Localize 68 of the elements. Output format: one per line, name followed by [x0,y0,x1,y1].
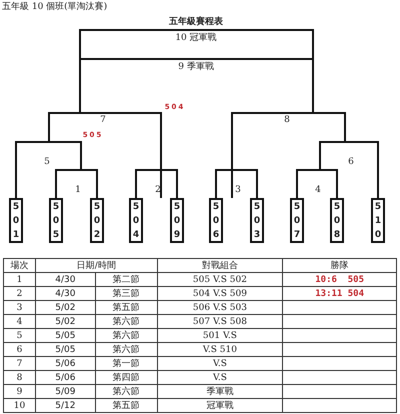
team-box: 510 [371,198,385,243]
match-label: 7 [100,115,106,126]
matchup-text: 501 V.S [157,328,283,342]
match-label: 9 季軍戰 [178,62,214,73]
team-box: 504 [129,198,143,243]
matchup-text: 507 V.S 508 [157,314,283,328]
table-header: 日期/時間 [35,258,158,272]
match-label: 8 [284,115,290,126]
match-label: 10 冠軍戰 [175,33,217,44]
match-number: 10 [4,398,36,412]
match-number: 3 [4,300,36,314]
matchup-text: 冠軍戰 [157,398,283,412]
match-number: 1 [4,272,36,286]
team-box: 506 [209,198,223,243]
class-period: 第六節 [95,384,158,398]
match-number: 2 [4,286,36,300]
team-box: 501 [9,198,23,243]
class-period: 第五節 [95,300,158,314]
team-box: 502 [90,198,104,243]
class-period: 第三節 [95,286,158,300]
match-number: 8 [4,370,36,384]
class-period: 第六節 [95,328,158,342]
match-date: 5/02 [35,300,96,314]
match-number: 6 [4,342,36,356]
match-label: 3 [235,185,241,196]
table-header: 場次 [4,258,36,272]
matchup-text: 505 V.S 502 [157,272,283,286]
match-number: 7 [4,356,36,370]
matchup-text: V.S 510 [157,342,283,356]
class-period: 第五節 [95,398,158,412]
team-box: 507 [290,198,304,243]
match-number: 5 [4,328,36,342]
match-date: 5/06 [35,370,96,384]
team-box: 503 [250,198,264,243]
matchup-text: V.S [157,356,283,370]
team-box: 509 [170,198,184,243]
match-number: 9 [4,384,36,398]
winner-score: 10:6 505 [282,272,396,286]
class-period: 第四節 [95,370,158,384]
team-box: 505 [49,198,63,243]
chart-title: 五年級賽程表 [168,17,224,28]
class-period: 第一節 [95,356,158,370]
table-header: 對戰組合 [157,258,283,272]
match-number: 4 [4,314,36,328]
class-period: 第二節 [95,272,158,286]
match-date: 4/30 [35,272,96,286]
matchup-text: 季軍戰 [157,384,283,398]
match-label: 1 [75,185,81,196]
match-label: 2 [155,185,161,196]
match-label: 4 [315,185,321,196]
table-header: 勝隊 [282,258,396,272]
team-box: 508 [330,198,344,243]
match-date: 4/30 [35,286,96,300]
match-date: 5/09 [35,384,96,398]
matchup-text: V.S [157,370,283,384]
match-label: 6 [348,157,354,168]
matchup-text: 506 V.S 503 [157,300,283,314]
match-date: 5/02 [35,314,96,328]
winner-score: 13:11 504 [282,286,396,300]
match-date: 5/05 [35,328,96,342]
class-period: 第六節 [95,342,158,356]
match-date: 5/05 [35,342,96,356]
match-date: 5/06 [35,356,96,370]
match-label: 5 [44,157,50,168]
matchup-text: 504 V.S 509 [157,286,283,300]
header-text: 五年級 10 個班(單淘汰賽) [2,2,108,13]
match-date: 5/12 [35,398,96,412]
class-period: 第六節 [95,314,158,328]
